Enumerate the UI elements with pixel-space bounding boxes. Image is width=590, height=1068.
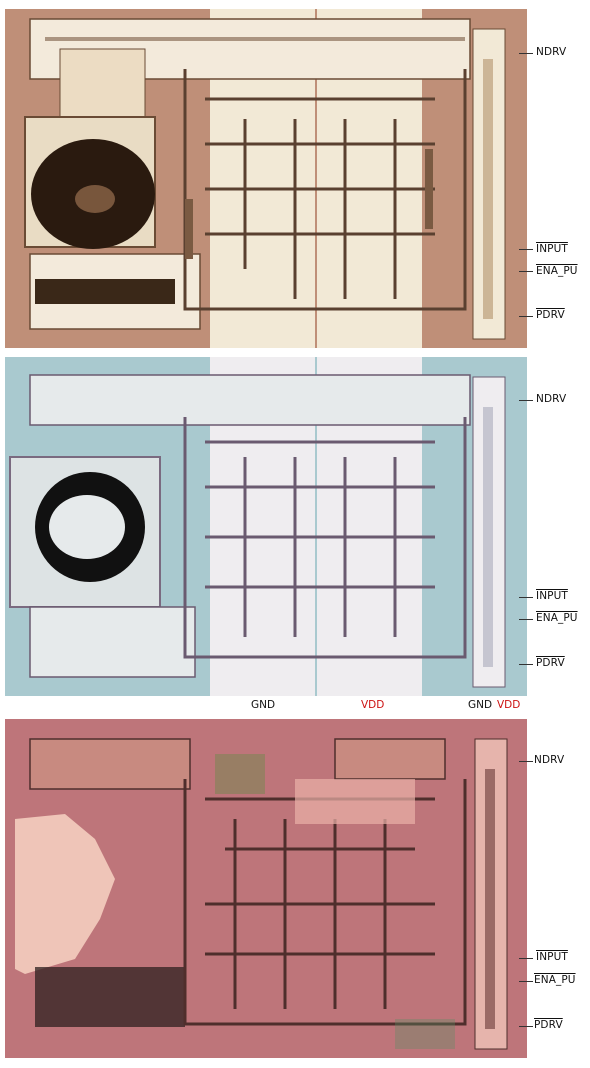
input-label: INPUT — [536, 590, 568, 602]
input-lead-line — [519, 249, 533, 250]
ena-pu-label: ENA_PU — [536, 265, 578, 277]
ndrv-lead-line — [519, 53, 533, 54]
pdrv-lead-line — [519, 316, 533, 317]
input-lead-line — [519, 958, 533, 959]
pdrv-label: PDRV — [536, 309, 565, 321]
ena-pu-lead-line — [519, 271, 533, 272]
pdrv-lead-line — [519, 1026, 533, 1027]
gnd-rail-label: GND — [251, 699, 276, 711]
input-label: INPUT — [536, 951, 568, 963]
gnd-rail-label: GND — [468, 699, 493, 711]
die-photo-middle — [5, 357, 527, 696]
input-lead-line — [519, 597, 533, 598]
ndrv-lead-line — [519, 761, 533, 762]
input-label: INPUT — [536, 243, 568, 255]
ena-pu-label: ENA_PU — [534, 974, 576, 986]
die-photo-bottom-image — [5, 719, 527, 1058]
ndrv-label: NDRV — [536, 393, 567, 405]
die-photo-top — [5, 9, 527, 348]
ndrv-label: NDRV — [534, 754, 565, 766]
die-photo-top-image — [5, 9, 527, 348]
pdrv-label: PDRV — [534, 1019, 563, 1031]
ena-pu-lead-line — [519, 981, 533, 982]
pdrv-label: PDRV — [536, 657, 565, 669]
vdd-rail-label: VDD — [497, 699, 521, 711]
ndrv-lead-line — [519, 400, 533, 401]
ndrv-label: NDRV — [536, 46, 567, 58]
ena-pu-lead-line — [519, 619, 533, 620]
vdd-rail-label: VDD — [361, 699, 385, 711]
pdrv-lead-line — [519, 664, 533, 665]
ena-pu-label: ENA_PU — [536, 612, 578, 624]
die-photo-bottom — [5, 719, 527, 1058]
die-photo-middle-image — [5, 357, 527, 696]
